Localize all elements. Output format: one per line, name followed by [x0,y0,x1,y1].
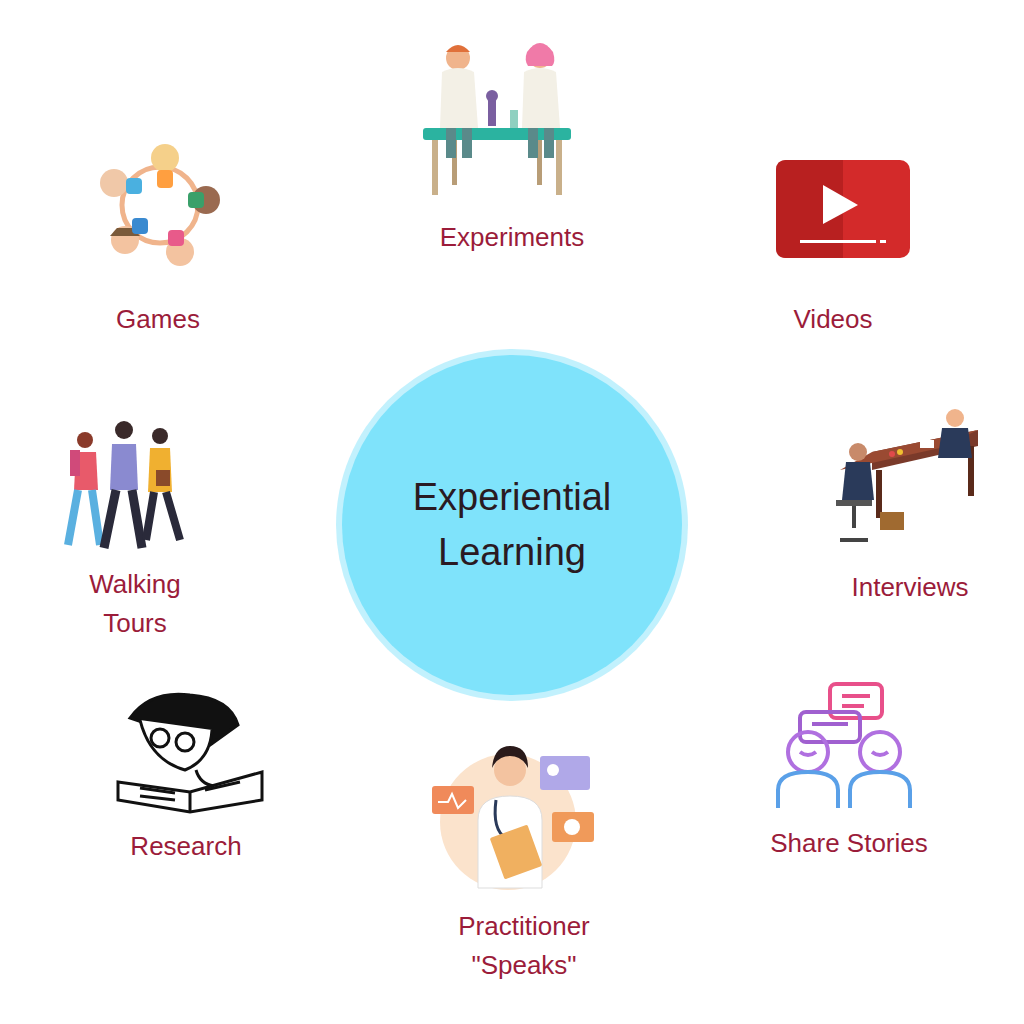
research-icon [118,694,262,812]
circle-brush-edge [336,349,688,701]
activity-label: Walking Tours [65,565,205,643]
activity-label: Interviews [810,568,1010,607]
interview-icon [836,409,978,540]
games-icon [100,144,220,266]
activity-label: Share Stories [729,824,969,863]
activity-label: Research [76,827,296,866]
walking-tour-icon [68,421,180,548]
concept-title: Experiential Learning [382,470,642,580]
activity-label: Videos [723,300,943,339]
concept-circle: Experiential Learning [342,355,682,695]
share-stories-icon [778,684,910,808]
video-play-icon [776,160,910,258]
practitioner-icon [432,746,594,890]
activity-label: Practitioner "Speaks" [429,907,619,985]
activity-label: Games [48,300,268,339]
activity-label: Experiments [382,218,642,257]
experiments-icon [423,43,571,195]
